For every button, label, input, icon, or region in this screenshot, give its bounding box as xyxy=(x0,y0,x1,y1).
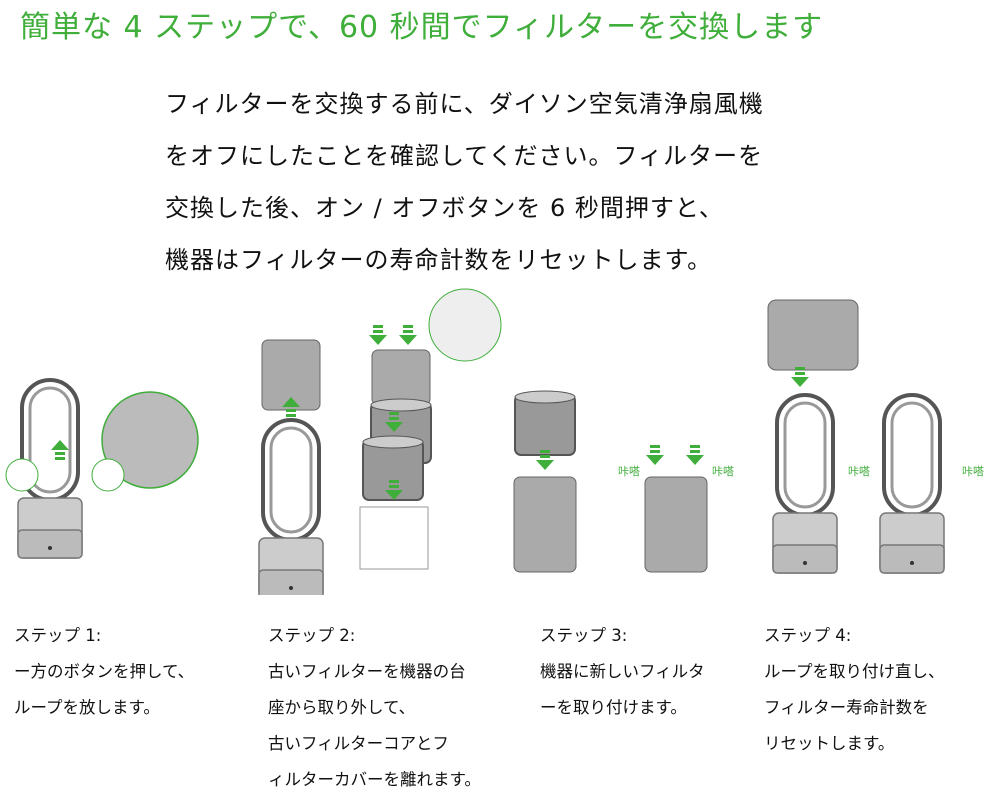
intro-paragraph: フィルターを交換する前に、ダイソン空気清浄扇風機 をオフにしたことを確認してくだ… xyxy=(165,78,764,286)
intro-line: 交換した後、オン / オフボタンを 6 秒間押すと、 xyxy=(165,194,724,222)
intro-line: をオフにしたことを確認してください。フィルターを xyxy=(165,142,764,170)
click-label: 咔嗒 xyxy=(962,465,984,478)
page-title: 簡単な 4 ステップで、60 秒間でフィルターを交換します xyxy=(20,10,824,45)
step2-illustration xyxy=(257,288,502,595)
step-3: ステップ 3: 機器に新しいフィルタ ーを取り付けます。 xyxy=(540,618,705,726)
step1-illustration xyxy=(5,378,199,560)
step4-illustration: 咔嗒 咔嗒 xyxy=(767,299,984,575)
step-line: 機器に新しいフィルタ xyxy=(540,662,705,681)
step-2: ステップ 2: 古いフィルターを機器の台 座から取り外して、 古いフィルターコア… xyxy=(268,618,481,798)
step-1: ステップ 1: ー方のボタンを押して、 ループを放します。 xyxy=(14,618,194,726)
step-heading: ステップ 1: xyxy=(14,626,102,645)
click-label: 咔嗒 xyxy=(618,465,640,478)
step-heading: ステップ 3: xyxy=(540,626,628,645)
step-heading: ステップ 4: xyxy=(764,626,852,645)
step-line: フィルター寿命計数を xyxy=(764,698,929,717)
step-line: リセットします。 xyxy=(764,734,895,753)
step-line: 座から取り外して、 xyxy=(268,698,416,717)
step-line: ループを取り付け直し、 xyxy=(764,662,945,681)
step-line: 古いフィルターコアとフ xyxy=(268,734,449,753)
click-label: 咔嗒 xyxy=(712,465,734,478)
step-heading: ステップ 2: xyxy=(268,626,356,645)
step-line: ーを取り付けます。 xyxy=(540,698,687,717)
instruction-illustrations: 咔嗒 咔嗒 咔嗒 咔嗒 xyxy=(5,288,984,595)
step-4: ステップ 4: ループを取り付け直し、 フィルター寿命計数を リセットします。 xyxy=(764,618,945,762)
step-line: ー方のボタンを押して、 xyxy=(14,662,195,681)
click-label: 咔嗒 xyxy=(848,465,870,478)
step-line: ィルターカバーを離れます。 xyxy=(268,770,481,789)
step3-illustration: 咔嗒 咔嗒 xyxy=(513,390,734,573)
step-line: 古いフィルターを機器の台 xyxy=(268,662,466,681)
step-line: ループを放します。 xyxy=(14,698,160,717)
intro-line: フィルターを交換する前に、ダイソン空気清浄扇風機 xyxy=(165,90,764,118)
intro-line: 機器はフィルターの寿命計数をリセットします。 xyxy=(165,246,713,274)
